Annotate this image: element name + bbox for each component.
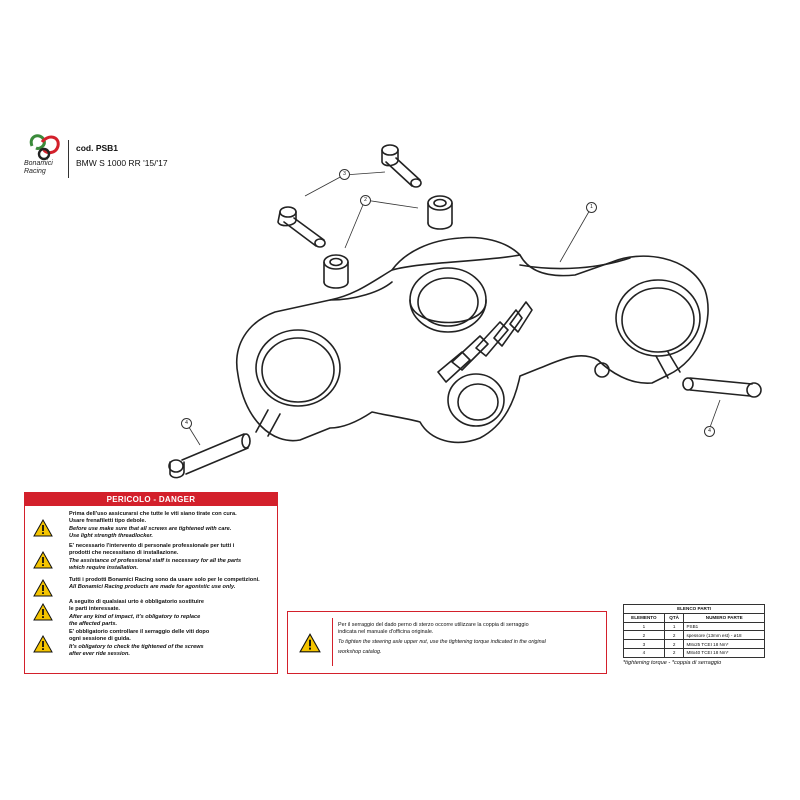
right-fork-bore xyxy=(615,279,701,357)
header-separator xyxy=(68,140,69,178)
warning-triangle-icon xyxy=(33,551,53,569)
parts-list-table: ELENCO PARTI ELEMENTO QTÀ NUMERO PARTE 1… xyxy=(623,604,765,658)
brand-name: Bonamici Racing xyxy=(24,160,53,175)
callout-1: 1 xyxy=(586,202,597,213)
callout-4-right: 4 xyxy=(704,426,715,437)
bolt-3-left xyxy=(277,206,326,248)
bolt-3-right xyxy=(381,144,422,188)
callout-3: 3 xyxy=(339,169,350,180)
col-header-part-number: NUMERO PARTE xyxy=(683,612,765,623)
col-header-element: ELEMENTO xyxy=(623,612,665,623)
torque-separator xyxy=(332,618,333,666)
callout-4-left: 4 xyxy=(181,418,192,429)
parts-table-title: ELENCO PARTI xyxy=(623,604,765,614)
col-header-qty: QTÀ xyxy=(663,612,685,623)
left-fork-bore xyxy=(255,329,341,407)
torque-note-box: Per il serraggio del dado perno di sterz… xyxy=(287,611,607,674)
bonamici-logo-icon xyxy=(29,134,60,161)
danger-warning-box: PERICOLO - DANGER Prima dell'uso assicur… xyxy=(24,492,278,674)
product-model: BMW S 1000 RR '15/'17 xyxy=(76,158,168,168)
warning-triangle-icon xyxy=(33,603,53,621)
torque-note-text: Per il serraggio del dado perno di sterz… xyxy=(338,622,546,655)
bolt-4-left xyxy=(168,433,251,479)
lightening-slots xyxy=(437,301,533,383)
spacer-left xyxy=(323,254,349,289)
lower-bore xyxy=(447,373,505,427)
product-code: cod. PSB1 xyxy=(76,143,119,153)
torque-footnote: *tightening torque - *coppia di serraggi… xyxy=(623,660,722,666)
warning-triangle-icon xyxy=(33,519,53,537)
triple-clamp-body xyxy=(236,236,709,444)
spacer-right xyxy=(427,195,453,230)
bolt-4-right xyxy=(682,377,762,398)
danger-title: PERICOLO - DANGER xyxy=(25,493,277,506)
warning-triangle-icon xyxy=(33,635,53,653)
callout-2: 2 xyxy=(360,195,371,206)
warning-triangle-icon xyxy=(299,633,321,653)
warning-triangle-icon xyxy=(33,579,53,597)
